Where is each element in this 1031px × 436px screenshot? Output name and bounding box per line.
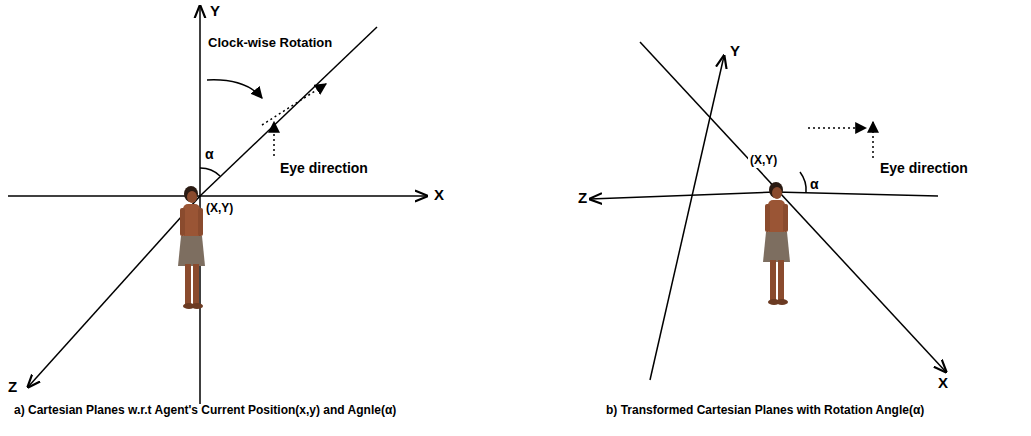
axis-name: Y <box>728 42 742 59</box>
left-axes <box>8 6 427 415</box>
agent-figure <box>763 182 790 305</box>
origin-label: (X,Y) <box>748 154 779 168</box>
angle-symbol: α <box>808 176 821 192</box>
axis-name: Y <box>208 2 222 19</box>
axis-name: X <box>432 186 446 203</box>
agent-figure <box>178 186 205 309</box>
angle-symbol: α <box>203 146 216 162</box>
panel-caption: a) Cartesian Planes w.r.t Agent's Curren… <box>12 404 398 418</box>
direction-label: Eye direction <box>278 160 370 176</box>
direction-label: Eye direction <box>878 160 970 176</box>
axis-name: Z <box>6 378 19 395</box>
right-axes <box>590 42 946 380</box>
rotation-label: Clock-wise Rotation <box>206 36 334 51</box>
axis-name: X <box>936 374 950 391</box>
axis-name: Z <box>576 189 589 206</box>
panel-caption: b) Transformed Cartesian Planes with Rot… <box>604 404 926 418</box>
origin-label: (X,Y) <box>204 202 235 216</box>
